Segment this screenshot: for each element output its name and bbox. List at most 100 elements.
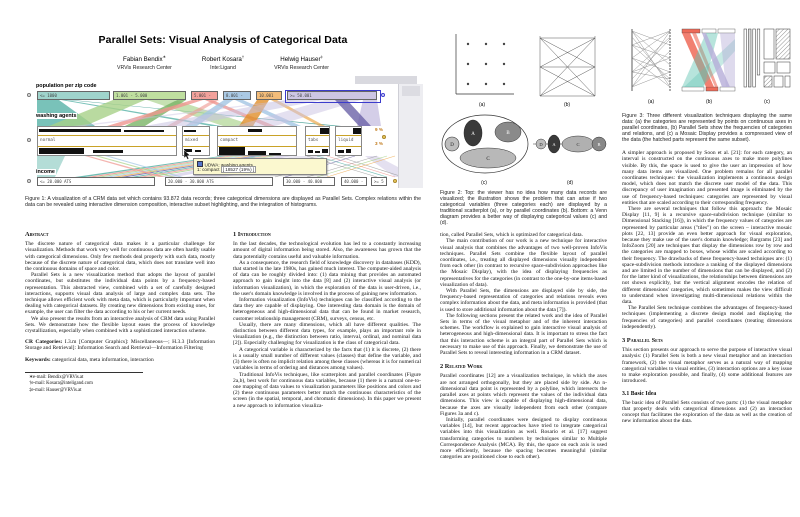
author-block: Fabian Bendix∗ VRVis Research Center <box>117 54 172 71</box>
subfigure-label: (d) <box>567 180 573 186</box>
author-affiliation: VRVis Research Center <box>274 64 329 71</box>
figure3b-parallel-sets <box>681 28 736 92</box>
column-page2-right: (a) (b) <box>622 25 792 502</box>
subsection-heading-basic-idea: 3.1 Basic Idea <box>622 390 657 397</box>
column-introduction: 1 Introduction In the last decades, the … <box>233 231 421 501</box>
author-mark: † <box>241 54 245 59</box>
venn-label: D <box>450 143 454 148</box>
category-box[interactable]: 8.001 - <box>223 91 251 100</box>
side-stat: 9 % <box>375 127 383 132</box>
cr-categories-label: CR Categories: <box>25 339 63 346</box>
ribbon-band-top <box>37 100 381 126</box>
paragraph: There are several techniques that follow… <box>622 205 792 306</box>
cr-categories: CR Categories: I.3.m [Computer Graphics]… <box>25 339 215 352</box>
paragraph: With Parallel Sets, the dimensions are d… <box>440 288 607 313</box>
paragraph: A simpler approach is proposed by Soon e… <box>622 150 792 206</box>
category-box[interactable]: 1.001 - 5.000 <box>113 91 186 100</box>
figure2-diagram: (a) (b) D A B C (c) <box>441 34 607 186</box>
author-name: Helwig Hauser <box>280 56 321 64</box>
tooltip-icon <box>197 160 203 167</box>
tooltip-title: UDWA: washing agents <box>204 162 253 167</box>
category-label: compact <box>220 138 239 143</box>
paragraph: The Parallel Sets technique combines the… <box>622 305 792 330</box>
author-block: Helwig Hauser‡ VRVis Research Center <box>274 54 329 71</box>
subfigure-label: (a) <box>648 99 654 105</box>
category-box[interactable]: <= 1000 <box>37 91 110 100</box>
figure3c-mosaic-display <box>743 28 791 88</box>
paragraph: Initially, parallel coordinates were des… <box>440 416 607 461</box>
venn-label: A <box>552 142 556 147</box>
paragraph: Parallel Sets is a new visualization met… <box>25 272 215 316</box>
section-heading-parallel-sets: 3 Parallel Sets <box>622 337 663 345</box>
category-box-histogram[interactable]: tabs <box>305 126 330 156</box>
axis-knob-icon[interactable] <box>393 179 397 183</box>
category-box-histogram[interactable]: liquid <box>335 126 362 156</box>
category-box[interactable]: <= 20.000 ATS <box>37 177 155 186</box>
keywords: Keywords: categorical data, meta informa… <box>25 356 154 363</box>
paragraph: Information visualization (InfoVis) tech… <box>233 297 421 322</box>
selection-knob-icon[interactable] <box>381 93 385 97</box>
tooltip: UDWA: washing agents 1: compact [ 18527 … <box>193 158 327 175</box>
category-box[interactable]: 10.001 <box>256 91 282 100</box>
figure2c-venn-diagram: D A B C <box>441 114 529 174</box>
subfigure-label: (c) <box>764 99 770 105</box>
author-block: Robert Kosara† Inte:Ligand <box>202 54 244 71</box>
paragraph: A categorical variable is characterized … <box>233 346 421 372</box>
paragraph: Usually, there are many dimensions, whic… <box>233 321 421 347</box>
author-mark: ‡ <box>320 54 323 59</box>
axis-knob-icon[interactable] <box>27 179 31 183</box>
venn-label: C <box>486 157 490 162</box>
dimension-label-income: income <box>35 169 56 175</box>
paragraph: This section presents our approach to se… <box>622 347 792 385</box>
figure2a-scatterplot <box>455 34 514 95</box>
category-box-histogram[interactable]: mixed <box>182 126 210 156</box>
side-stat: 3 % <box>375 141 383 146</box>
section-heading-abstract: Abstract <box>25 231 49 238</box>
category-box-histogram[interactable]: compact <box>217 126 297 156</box>
venn-label: A <box>471 132 475 137</box>
scroll-panel[interactable] <box>398 84 423 188</box>
tooltip-count: [ 18527 (19%) ] <box>220 166 257 173</box>
footnote: ‡e-mail: Hauser@VRVis.at <box>29 387 82 393</box>
paragraph: The discrete nature of categorical data … <box>25 241 215 273</box>
figure3-diagram: (a) (b) <box>631 28 791 105</box>
category-box-selected[interactable]: >= 50.001 <box>287 91 377 100</box>
selection-outline <box>285 89 381 103</box>
stat-knob-icon[interactable] <box>382 135 386 139</box>
category-box[interactable]: >= 5 <box>371 177 387 186</box>
figure3a-parallel-coordinates <box>631 29 671 91</box>
paragraph: tion, called Parallel Sets, which is opt… <box>440 232 583 239</box>
figure2d-linear-sets: D A C B <box>533 134 607 154</box>
tooltip-value: 1: compact <box>197 167 220 172</box>
venn-label: C <box>576 142 579 147</box>
category-label: mixed <box>185 138 198 143</box>
category-label: liquid <box>338 138 354 143</box>
category-box[interactable]: 5.001 - <box>191 91 218 100</box>
axis-knob-icon[interactable] <box>27 93 31 97</box>
venn-label: D <box>539 142 543 147</box>
category-label: tabs <box>308 138 319 143</box>
category-box[interactable]: 40.000 - <box>341 177 367 186</box>
paragraph: We also present the results from an inte… <box>25 315 215 335</box>
paragraph: The main contribution of our work is a n… <box>440 238 607 288</box>
paper-header: Parallel Sets: Visual Analysis of Catego… <box>25 34 421 71</box>
category-box[interactable]: 30.000 - 40.000 <box>283 177 335 186</box>
footnotes: ∗e-mail: Bendix@VRVis.at †e-mail: Kosara… <box>25 371 143 393</box>
paragraph: The basic idea of Parallel Sets consists… <box>622 399 792 425</box>
paragraph: The following sections present the relat… <box>440 312 607 357</box>
category-box-histogram[interactable]: normal <box>37 126 177 156</box>
paragraph: Parallel coordinates [12] are a visualiz… <box>440 373 607 417</box>
subfigure-label: (b) <box>706 99 712 105</box>
category-label: normal <box>40 138 56 143</box>
subfigure-label: (c) <box>481 180 487 186</box>
subfigure-label: (a) <box>479 102 485 108</box>
section-heading-introduction: 1 Introduction <box>233 231 271 238</box>
figure2b-parallel-coordinates <box>539 36 596 97</box>
page-title: Parallel Sets: Visual Analysis of Catego… <box>98 34 348 46</box>
author-name: Fabian Bendix <box>123 56 163 64</box>
author-affiliation: Inte:Ligand <box>210 64 236 71</box>
paragraph: Traditional InfoVis techniques, like sca… <box>233 371 421 409</box>
category-box[interactable]: 20.000 - 30.000 ATS <box>165 177 273 186</box>
axis-knob-icon[interactable] <box>27 138 31 142</box>
